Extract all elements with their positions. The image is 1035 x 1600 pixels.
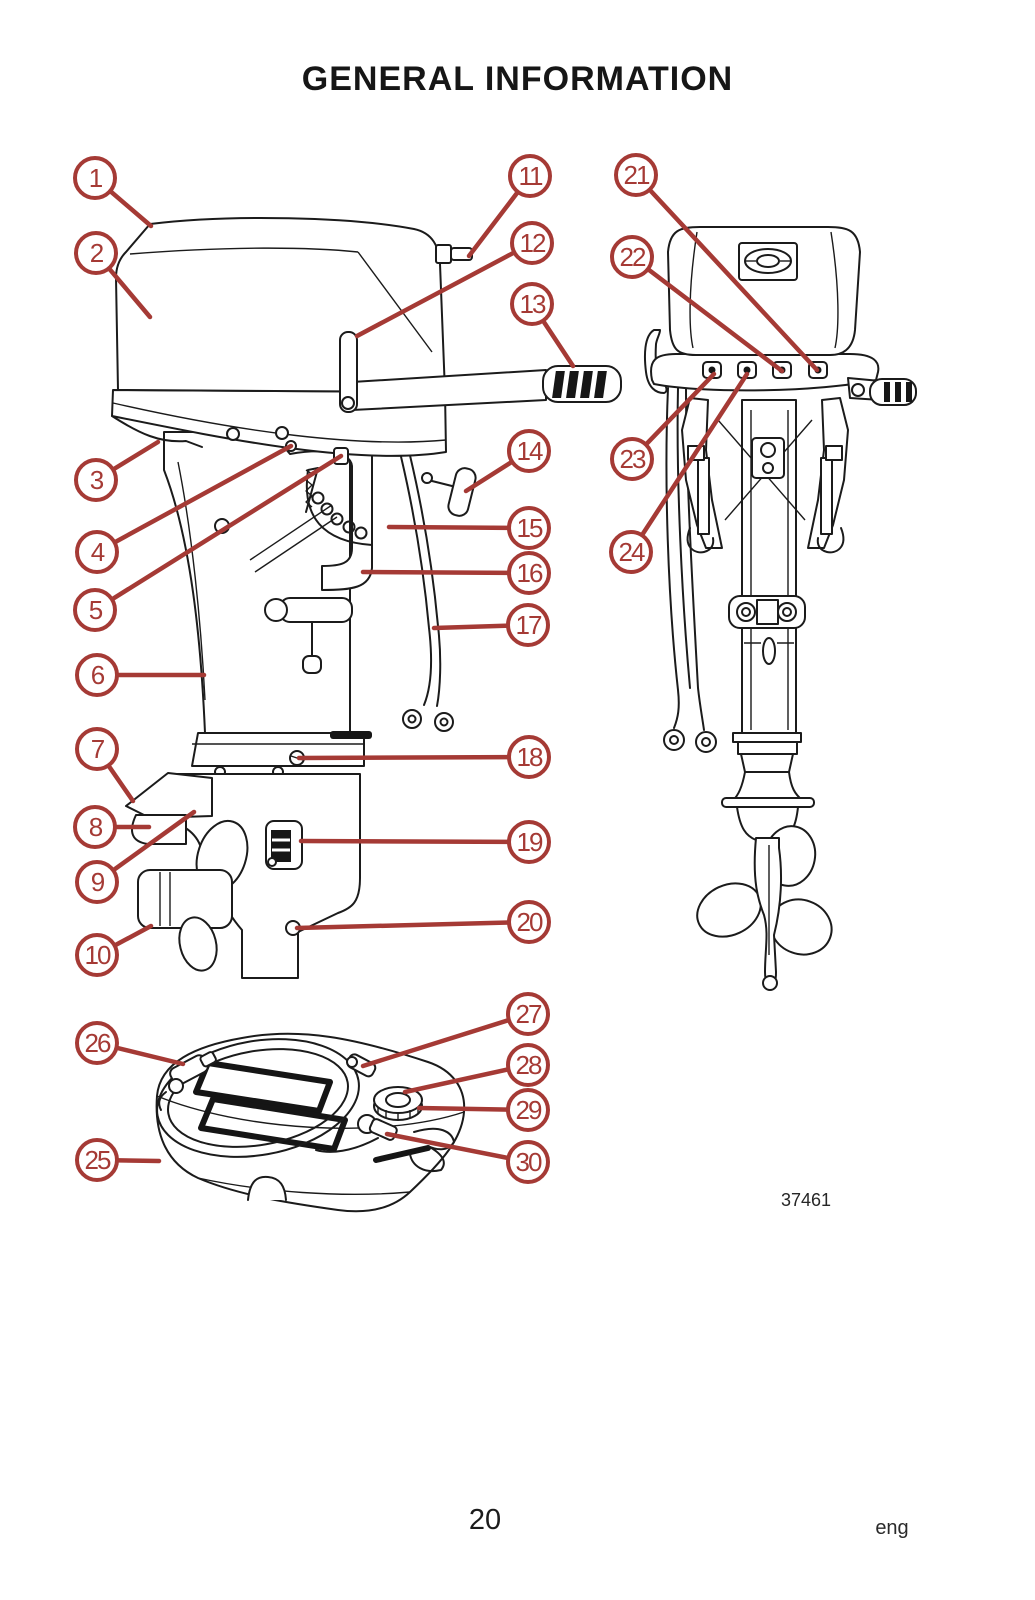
callout-6: 6 (75, 653, 119, 697)
fuel-tank-drawing (155, 1032, 466, 1213)
callout-19: 19 (507, 820, 551, 864)
callout-22: 22 (610, 235, 654, 279)
figure-number: 37461 (781, 1190, 832, 1210)
callout-16: 16 (507, 551, 551, 595)
callout-24: 24 (609, 530, 653, 574)
page-title: GENERAL INFORMATION (301, 60, 734, 98)
language-code: eng (875, 1517, 909, 1539)
callout-17: 17 (506, 603, 550, 647)
callout-23: 23 (610, 437, 654, 481)
callout-26: 26 (75, 1021, 119, 1065)
callout-8: 8 (73, 805, 117, 849)
side-view-drawing (111, 216, 622, 979)
callout-9: 9 (75, 860, 119, 904)
callout-5: 5 (73, 588, 117, 632)
rear-view-drawing (644, 226, 917, 991)
callout-3: 3 (74, 458, 118, 502)
callout-14: 14 (507, 429, 551, 473)
page-number: 20 (468, 1504, 502, 1536)
callout-28: 28 (506, 1043, 550, 1087)
callout-27: 27 (506, 992, 550, 1036)
callout-10: 10 (75, 933, 119, 977)
callout-1: 1 (73, 156, 117, 200)
callout-18: 18 (507, 735, 551, 779)
callout-30: 30 (506, 1140, 550, 1184)
callout-21: 21 (614, 153, 658, 197)
callout-4: 4 (75, 530, 119, 574)
callout-15: 15 (507, 506, 551, 550)
callout-11: 11 (508, 154, 552, 198)
callout-7: 7 (75, 727, 119, 771)
callout-13: 13 (510, 282, 554, 326)
callout-25: 25 (75, 1138, 119, 1182)
callout-12: 12 (510, 221, 554, 265)
callout-29: 29 (506, 1088, 550, 1132)
callout-2: 2 (74, 231, 118, 275)
callout-20: 20 (507, 900, 551, 944)
